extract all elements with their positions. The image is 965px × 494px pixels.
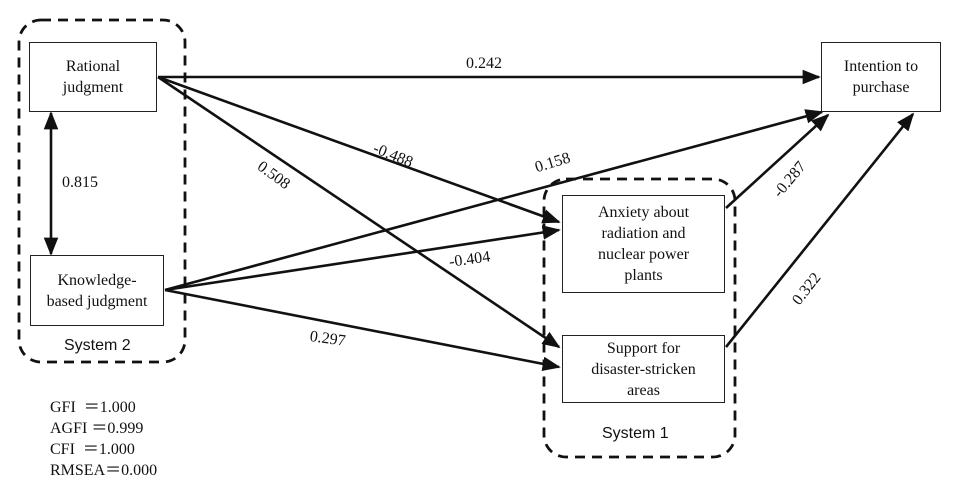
node-text: nuclear power: [597, 246, 690, 263]
fit-cfi: CFI ＝1.000: [50, 439, 157, 460]
edge-support-intention: [724, 112, 915, 348]
node-text: Intention to: [843, 58, 919, 75]
node-text: Support for: [606, 339, 681, 357]
fit-value: 0.000: [121, 462, 158, 479]
node-rational-judgment: Rational judgment: [29, 42, 157, 112]
fit-name: RMSEA: [50, 462, 106, 479]
fit-sep: ＝: [105, 462, 122, 479]
system2-label: System 2: [64, 337, 131, 354]
node-text: disaster-stricken: [591, 360, 696, 378]
system2-group-outline: [17, 18, 187, 364]
node-text: Rational: [65, 58, 121, 75]
system1-label: System 1: [602, 425, 669, 442]
edge-anxiety-intention: [725, 113, 830, 209]
node-anxiety: Anxiety about radiation and nuclear power p…: [562, 195, 725, 293]
fit-name: CFI: [50, 441, 75, 458]
fit-sep: ＝: [75, 399, 100, 416]
node-text: areas: [627, 381, 660, 399]
fit-name: GFI: [50, 399, 76, 416]
node-text: radiation and: [601, 225, 686, 242]
coef-rational-knowledge: 0.815: [62, 174, 98, 191]
node-text: judgment: [62, 79, 124, 96]
fit-agfi: AGFI ＝0.999: [50, 418, 157, 439]
node-text: based judgment: [46, 292, 148, 310]
node-knowledge-based-judgment: Knowledge-based judgment: [30, 255, 164, 326]
fit-name: AGFI: [50, 420, 88, 437]
node-intention-to-purchase: Intention to purchase: [821, 42, 941, 112]
fit-value: 0.999: [107, 420, 144, 437]
node-support: Support for disaster-stricken areas: [562, 335, 725, 403]
node-text: plants: [624, 267, 663, 284]
fit-value: 1.000: [99, 399, 136, 416]
edge-knowledge-anxiety: [164, 225, 561, 292]
fit-sep: ＝: [74, 441, 99, 458]
edge-knowledge-support: [164, 288, 561, 372]
fit-sep: ＝: [87, 420, 108, 437]
node-text: Knowledge-: [57, 271, 137, 289]
system1-group-outline: [542, 177, 737, 459]
node-text: purchase: [852, 79, 910, 96]
fit-rmsea: RMSEA＝0.000: [50, 460, 157, 481]
node-text: Anxiety about: [597, 204, 690, 221]
edge-rational-support: [157, 75, 561, 349]
coef-rational-intention: 0.242: [466, 55, 502, 72]
edge-rational-anxiety: [157, 75, 561, 224]
edge-knowledge-intention: [164, 109, 824, 292]
fit-indices: GFI ＝1.000 AGFI ＝0.999 CFI ＝1.000 RMSEA＝…: [50, 397, 157, 481]
fit-value: 1.000: [98, 441, 135, 458]
fit-gfi: GFI ＝1.000: [50, 397, 157, 418]
